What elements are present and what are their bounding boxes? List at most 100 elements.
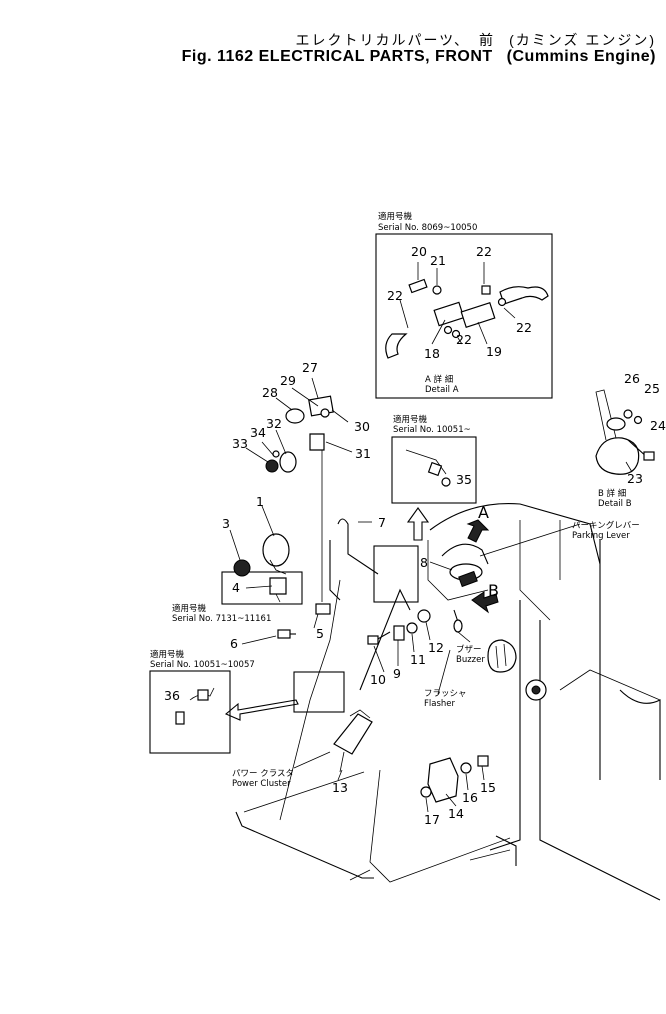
inset-36-serial: Serial No. 10051~10057 bbox=[150, 660, 255, 670]
label-23: 23 bbox=[627, 471, 643, 486]
title-jp-sub: (カミンズ エンジン) bbox=[509, 32, 656, 48]
label-9: 9 bbox=[393, 666, 401, 681]
nut-17-icon bbox=[420, 786, 432, 798]
figure-title-english: Fig. 1162 ELECTRICAL PARTS, FRONT(Cummin… bbox=[182, 48, 656, 66]
label-15: 15 bbox=[480, 780, 496, 795]
bracket-31-icon bbox=[309, 433, 325, 451]
label-29: 29 bbox=[280, 373, 296, 388]
label-5: 5 bbox=[316, 626, 324, 641]
screw-15-icon bbox=[477, 755, 489, 767]
leader-lines bbox=[229, 377, 581, 813]
figure-title-japanese: エレクトリカルパーツ、 前 (カミンズ エンジン) bbox=[295, 30, 656, 50]
label-22-left: 22 bbox=[387, 288, 403, 303]
label-25: 25 bbox=[644, 381, 660, 396]
label-19: 19 bbox=[486, 344, 502, 359]
arrow-a-label: A bbox=[478, 503, 489, 522]
inset-35-serial-jp: 適用号機 bbox=[393, 414, 428, 425]
label-1: 1 bbox=[256, 494, 264, 509]
work-lamp-1-icon bbox=[262, 533, 290, 575]
parking-lever-label: Parking Lever bbox=[572, 531, 630, 541]
label-22-right: 22 bbox=[516, 320, 532, 335]
harness-inset-frame bbox=[373, 545, 419, 603]
lamp-28-icon bbox=[285, 408, 305, 424]
power-cluster-label: Power Cluster bbox=[232, 779, 291, 789]
label-4: 4 bbox=[232, 580, 240, 595]
lens-33-icon bbox=[265, 459, 279, 473]
label-30: 30 bbox=[354, 419, 370, 434]
inset-4-panel: 適用号機 Serial No. 7131~11161 bbox=[172, 571, 303, 624]
parking-lever-label-jp: パーキングレバー bbox=[572, 520, 640, 531]
flasher-unit-icon bbox=[487, 639, 517, 673]
flasher-label: Flasher bbox=[424, 699, 456, 709]
power-cluster-mount-frame bbox=[293, 671, 345, 713]
label-14: 14 bbox=[448, 806, 464, 821]
inset-4-frame bbox=[221, 571, 303, 605]
lamp-32-icon bbox=[279, 451, 297, 473]
bolt-6-icon bbox=[277, 629, 296, 639]
label-11: 11 bbox=[410, 652, 426, 667]
clamp-5-icon bbox=[315, 603, 331, 615]
label-7: 7 bbox=[378, 515, 386, 530]
title-en-sub: (Cummins Engine) bbox=[506, 48, 656, 65]
connector-22b-icon bbox=[385, 299, 409, 359]
connector-22d-icon bbox=[497, 297, 516, 319]
label-32: 32 bbox=[266, 416, 282, 431]
inset-36-panel: 適用号機 Serial No. 10051~10057 36 bbox=[149, 649, 345, 754]
flasher-label-jp: フラッシャ bbox=[424, 689, 467, 699]
detail-a-frame bbox=[375, 233, 553, 399]
detail-a-serial-jp: 適用号機 bbox=[378, 211, 413, 222]
label-27: 27 bbox=[302, 360, 318, 375]
connector-22c-icon bbox=[443, 325, 463, 345]
inset-35-frame bbox=[391, 436, 477, 504]
label-8: 8 bbox=[420, 555, 428, 570]
power-cluster-13-icon bbox=[333, 709, 373, 773]
screw-10-icon bbox=[367, 631, 391, 645]
nut-11-icon bbox=[406, 622, 418, 634]
inset-36-serial-jp: 適用号機 bbox=[150, 649, 185, 660]
detail-a-caption-jp: A 詳 細 bbox=[425, 374, 453, 385]
label-31: 31 bbox=[355, 446, 371, 461]
label-21: 21 bbox=[430, 253, 446, 268]
inset-35-arrow bbox=[406, 507, 430, 541]
detail-b-caption-jp: B 詳 細 bbox=[598, 488, 626, 499]
washer-25-icon bbox=[633, 415, 643, 425]
detail-a-caption: Detail A bbox=[425, 385, 459, 395]
nut-26-icon bbox=[623, 409, 633, 419]
label-24: 24 bbox=[650, 418, 666, 433]
bracket-4-icon bbox=[269, 577, 287, 603]
lamp-lens-3-icon bbox=[233, 559, 251, 577]
label-12: 12 bbox=[428, 640, 444, 655]
nut-29-icon bbox=[320, 408, 330, 418]
relay-19-icon bbox=[460, 302, 496, 345]
label-22-top: 22 bbox=[476, 244, 492, 259]
detail-a-serial: Serial No. 8069~10050 bbox=[378, 223, 477, 233]
label-33: 33 bbox=[232, 436, 248, 451]
label-18: 18 bbox=[424, 346, 440, 361]
screw-24-icon bbox=[627, 439, 655, 461]
inset-4-serial-jp: 適用号機 bbox=[172, 603, 207, 614]
relay-18-icon bbox=[431, 301, 465, 345]
label-6: 6 bbox=[230, 636, 238, 651]
label-16: 16 bbox=[462, 790, 478, 805]
title-jp-main: エレクトリカルパーツ、 前 bbox=[295, 32, 496, 48]
inset-36-frame bbox=[149, 670, 231, 754]
label-26: 26 bbox=[624, 371, 640, 386]
detail-b-caption: Detail B bbox=[598, 499, 632, 509]
arrow-a-icon: A bbox=[466, 503, 490, 543]
label-17: 17 bbox=[424, 812, 440, 827]
washer-12-icon bbox=[417, 609, 431, 623]
power-cluster-label-jp: パワー クラスタ bbox=[232, 769, 294, 779]
washer-9-icon bbox=[393, 625, 405, 641]
arrow-b-label: B bbox=[488, 581, 499, 600]
connector-22a-icon bbox=[481, 262, 549, 305]
label-10: 10 bbox=[370, 672, 386, 687]
inset-35-panel: 適用号機 Serial No. 10051~ 35 bbox=[391, 414, 477, 541]
inset-4-serial: Serial No. 7131~11161 bbox=[172, 614, 271, 624]
label-36: 36 bbox=[164, 688, 180, 703]
washer-16-icon bbox=[460, 762, 472, 774]
buzzer-label-jp: ブザー bbox=[456, 644, 482, 655]
bolt-20-icon bbox=[408, 262, 428, 294]
detail-b-panel: 26 25 24 23 B 詳 細 Detail B bbox=[595, 371, 666, 509]
detail-a-panel: 適用号機 Serial No. 8069~10050 bbox=[375, 211, 553, 399]
